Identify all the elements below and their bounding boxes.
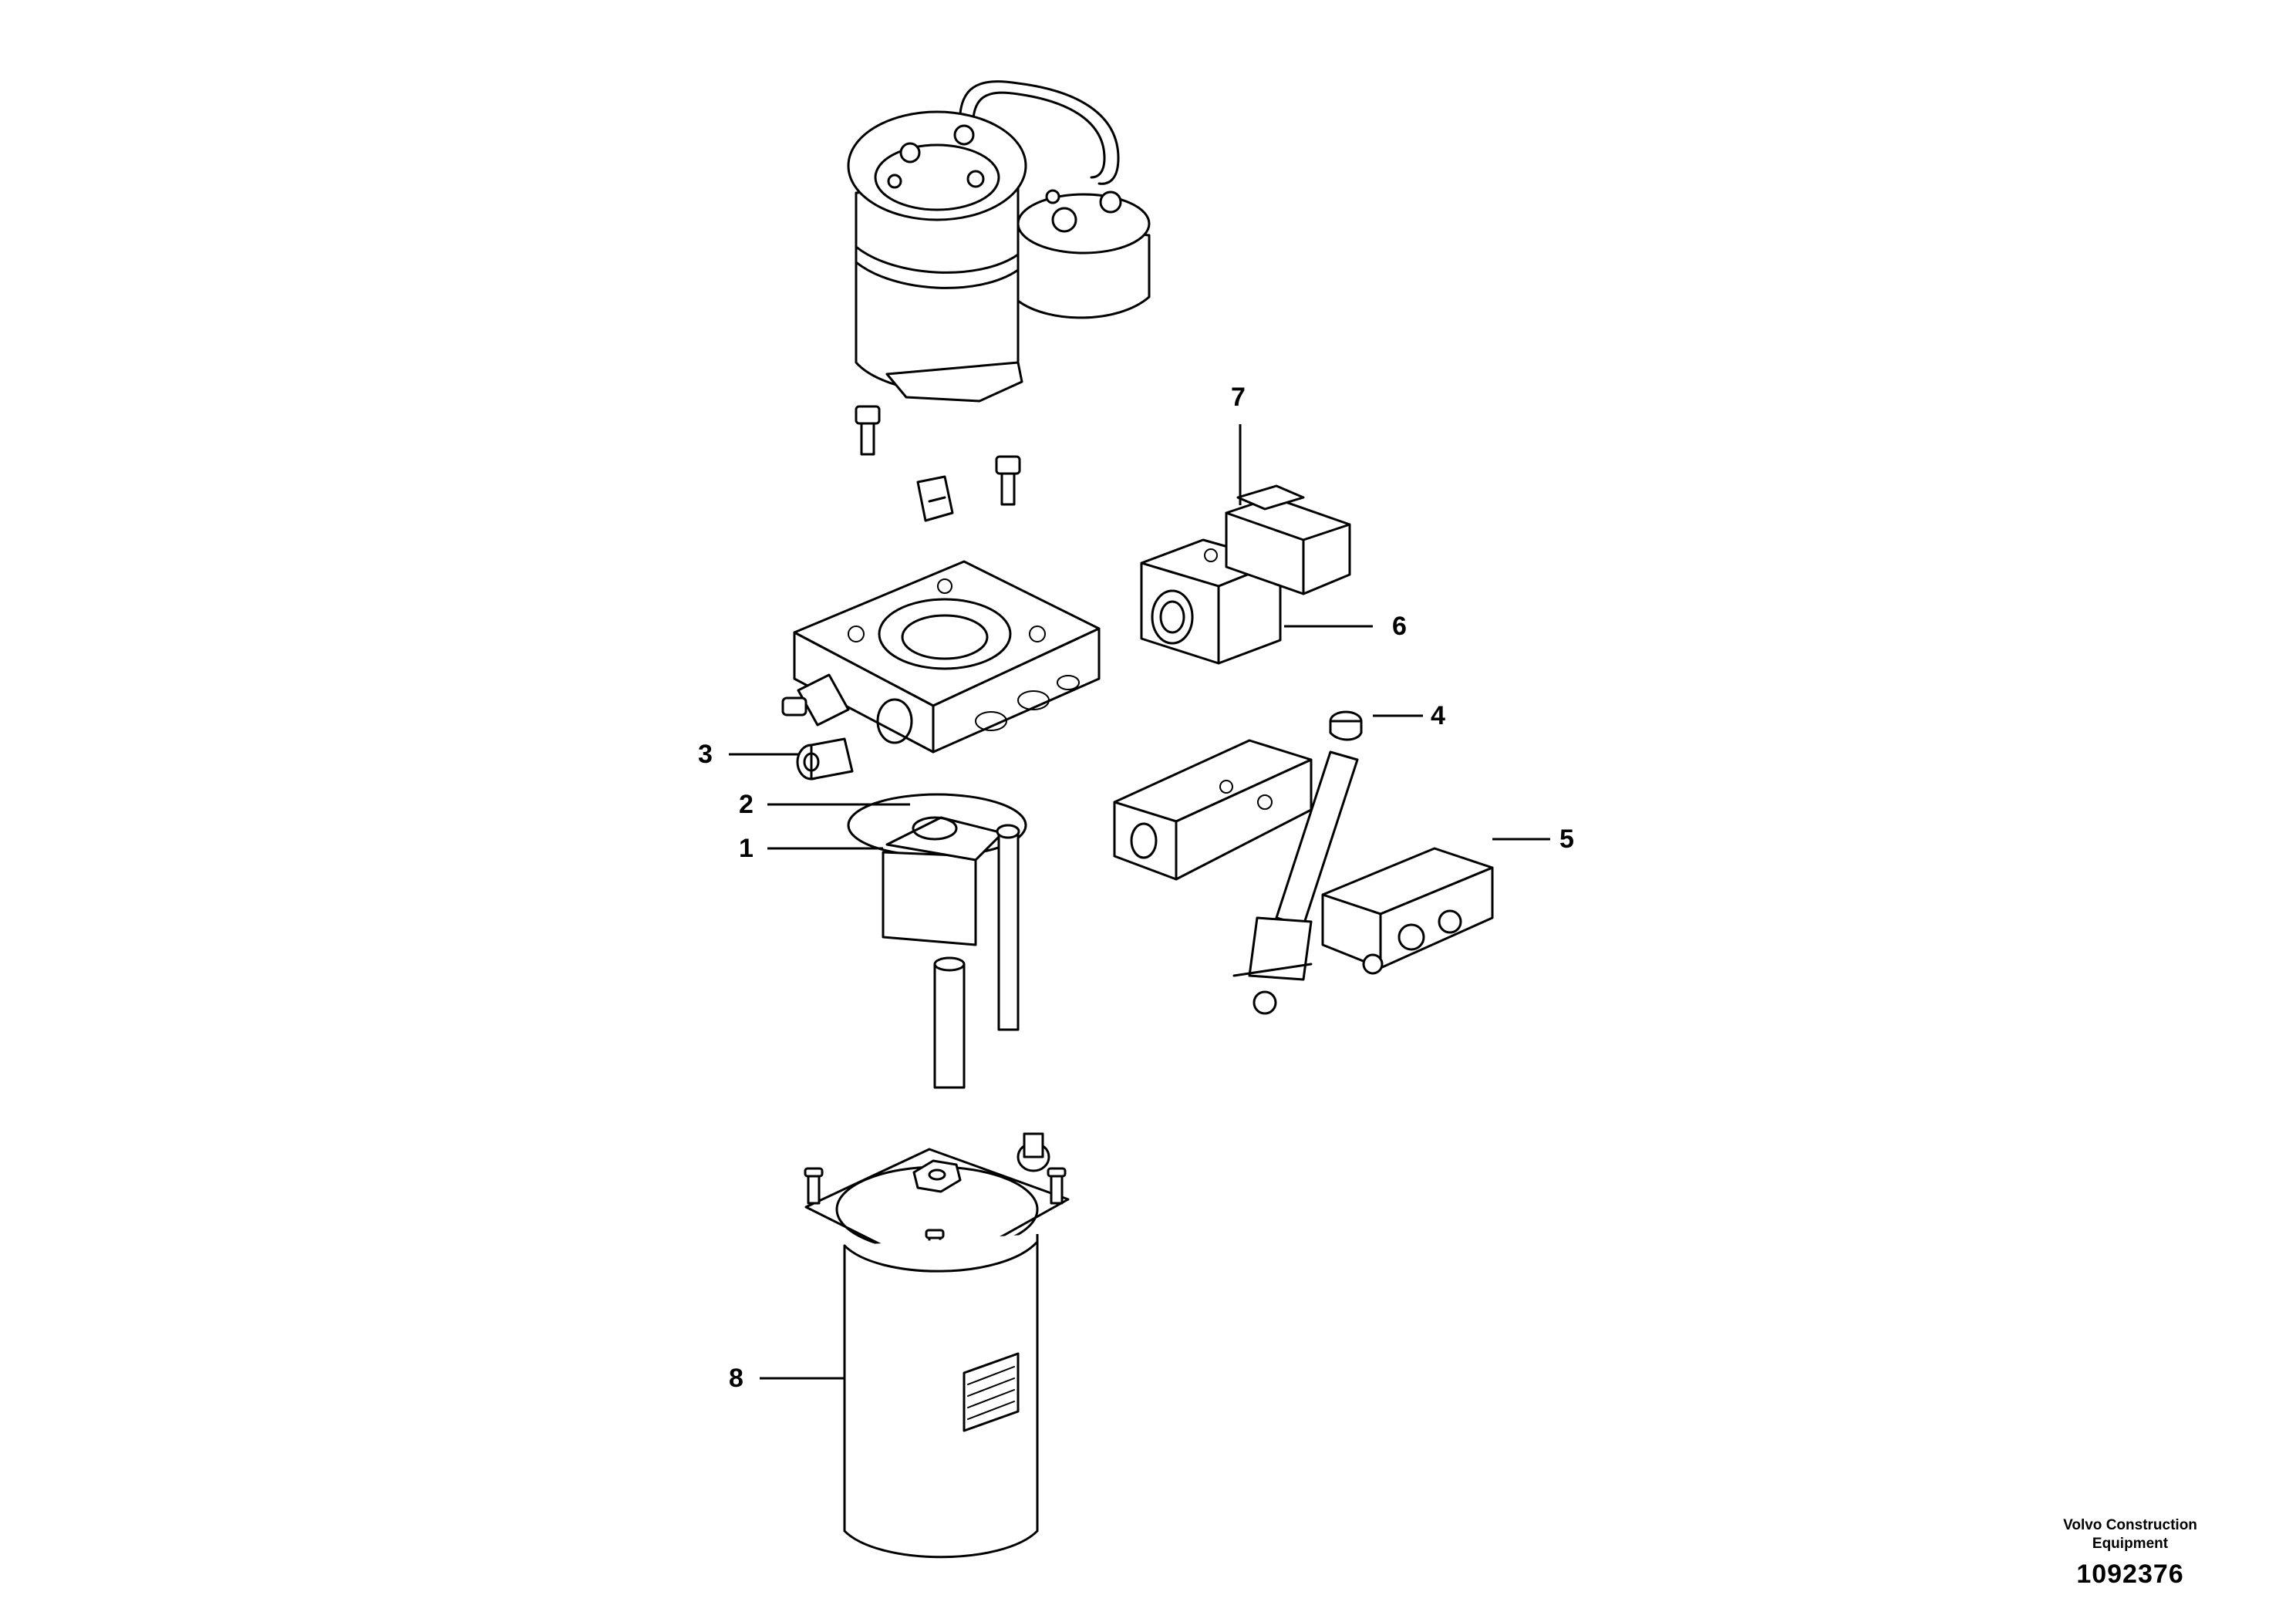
plug-item-3 xyxy=(796,737,854,781)
callout-4: 4 xyxy=(1431,701,1445,730)
callout-3: 3 xyxy=(698,740,713,769)
company-name-line1: Volvo Construction xyxy=(2063,1517,2197,1533)
electric-motor xyxy=(847,80,1151,403)
hand-pump-valve-item-5 xyxy=(1113,739,1494,1015)
leader-lines xyxy=(729,424,1550,1380)
callout-7: 7 xyxy=(1231,383,1246,412)
callout-1: 1 xyxy=(739,834,754,863)
tank-item-8 xyxy=(804,1132,1070,1559)
callout-6: 6 xyxy=(1392,612,1407,641)
company-name-line2: Equipment xyxy=(2092,1536,2169,1552)
callout-2: 2 xyxy=(739,790,754,819)
callout-8: 8 xyxy=(729,1364,743,1393)
drawing-credit: Volvo Construction Equipment 1092376 xyxy=(2022,1516,2238,1590)
mounting-screws xyxy=(855,405,1021,506)
hydraulic-pump-item-1 xyxy=(882,816,1020,1089)
pump-housing xyxy=(781,560,1101,754)
drawing-number: 1092376 xyxy=(2076,1560,2184,1589)
plug-item-4 xyxy=(1329,710,1363,741)
solenoid-coil-item-7 xyxy=(1225,484,1351,595)
shaft-coupling xyxy=(916,475,954,522)
callout-5: 5 xyxy=(1559,824,1574,854)
